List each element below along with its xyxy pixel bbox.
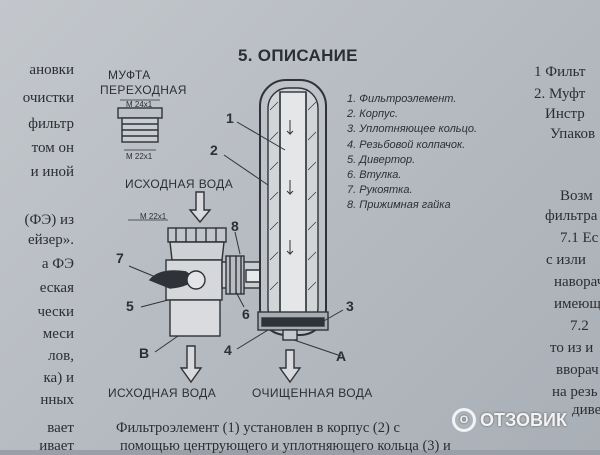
right-column-line: дивер: [572, 402, 600, 418]
right-column-line: то из и: [550, 340, 594, 356]
right-column-line: 7.1 Ес: [560, 230, 599, 246]
coupling-dimension-top: M 24x1: [126, 100, 153, 109]
left-column-line: ейзер».: [27, 232, 74, 248]
watermark-text: ОТЗОВИК: [480, 409, 567, 430]
left-column-line: нных: [40, 392, 74, 408]
callout-5: 5: [126, 298, 134, 314]
callout-3: 3: [346, 298, 354, 314]
right-column-line: 1 Фильт: [534, 64, 586, 80]
inflow-arrow: [188, 191, 212, 224]
outlet-letter-a: А: [336, 348, 347, 364]
right-column-line: фильтра: [545, 208, 598, 224]
outflow-arrow-a: [278, 349, 302, 384]
callout-2: 2: [210, 142, 218, 158]
right-column-line: на резь: [552, 384, 598, 400]
left-column-line: фильтр: [28, 116, 74, 132]
callout-8: 8: [231, 218, 239, 234]
left-column-line: чески: [37, 304, 74, 320]
body-text-line: помощью центрующего и уплотняющего кольц…: [120, 438, 451, 454]
part-item: 6. Втулка.: [347, 169, 402, 182]
section-title: 5. ОПИСАНИЕ: [238, 46, 358, 65]
diverter-dimension: M 22x1: [140, 212, 167, 221]
right-column-line: Возм: [560, 188, 593, 204]
part-item: 5. Дивертор.: [347, 153, 416, 166]
handle-knob: [186, 270, 206, 290]
left-column-line: а ФЭ: [41, 256, 74, 272]
part-item: 7. Рукоятка.: [347, 184, 413, 197]
callout-7: 7: [116, 250, 124, 266]
diverter-spout: [169, 299, 221, 337]
part-item: 3. Уплотняющее кольцо.: [347, 123, 478, 136]
part-item: 8. Прижимная гайка: [347, 199, 451, 212]
callout-4: 4: [224, 342, 232, 358]
right-column-line: 2. Муфт: [534, 86, 586, 102]
left-column-line: ановки: [29, 62, 74, 78]
right-column-line: Упаков: [550, 126, 596, 142]
source-water-caption: ИСХОДНАЯ ВОДА: [108, 386, 217, 400]
outlet-letter-b: В: [139, 345, 150, 361]
coupling-label: ПЕРЕХОДНАЯ: [100, 83, 187, 97]
left-column-line: лов,: [48, 348, 74, 364]
outlet-nozzle: [282, 329, 298, 341]
seal-ring: [261, 317, 325, 327]
source-water-caption: ИСХОДНАЯ ВОДА: [125, 177, 234, 191]
left-column-line: том он: [31, 140, 74, 156]
right-column-line: 7.2: [570, 318, 589, 334]
clean-water-caption: ОЧИЩЕННАЯ ВОДА: [252, 386, 373, 400]
right-column-line: вворач: [556, 362, 599, 378]
left-column-line: очистки: [22, 90, 74, 106]
part-item: 2. Корпус.: [347, 108, 399, 121]
right-column-line: Инстр: [545, 106, 585, 122]
left-column-line: вает: [47, 420, 74, 436]
outflow-arrow-b: [179, 345, 203, 384]
part-item: 4. Резьбовой колпачок.: [347, 138, 466, 151]
right-column-line: имеющ: [554, 296, 600, 312]
parts-list: 1. Фильтроэлемент. 2. Корпус. 3. Уплотня…: [347, 92, 477, 214]
coupling-top-thread: [117, 107, 163, 119]
coupling-label: МУФТА: [108, 68, 151, 82]
right-column-line: наворач: [554, 274, 600, 290]
diverter-body: [169, 241, 225, 261]
callout-1: 1: [226, 110, 234, 126]
body-text-line: Фильтроэлемент (1) установлен в корпус (…: [116, 420, 400, 436]
left-column-line: меси: [42, 326, 74, 342]
otzovik-logo-icon: О: [452, 408, 476, 432]
filter-core: [279, 91, 307, 319]
part-item: 1. Фильтроэлемент.: [347, 93, 457, 105]
right-column-line: с изли: [546, 252, 586, 268]
otzovik-watermark: О ОТЗОВИК: [452, 408, 567, 432]
left-column-line: ка) и: [43, 370, 75, 386]
left-column-line: (ФЭ) из: [24, 212, 74, 228]
left-column-line: еская: [39, 280, 74, 296]
left-column-line: и иной: [30, 164, 74, 180]
coupling-dimension-bottom: M 22x1: [126, 152, 153, 161]
callout-6: 6: [242, 306, 250, 322]
